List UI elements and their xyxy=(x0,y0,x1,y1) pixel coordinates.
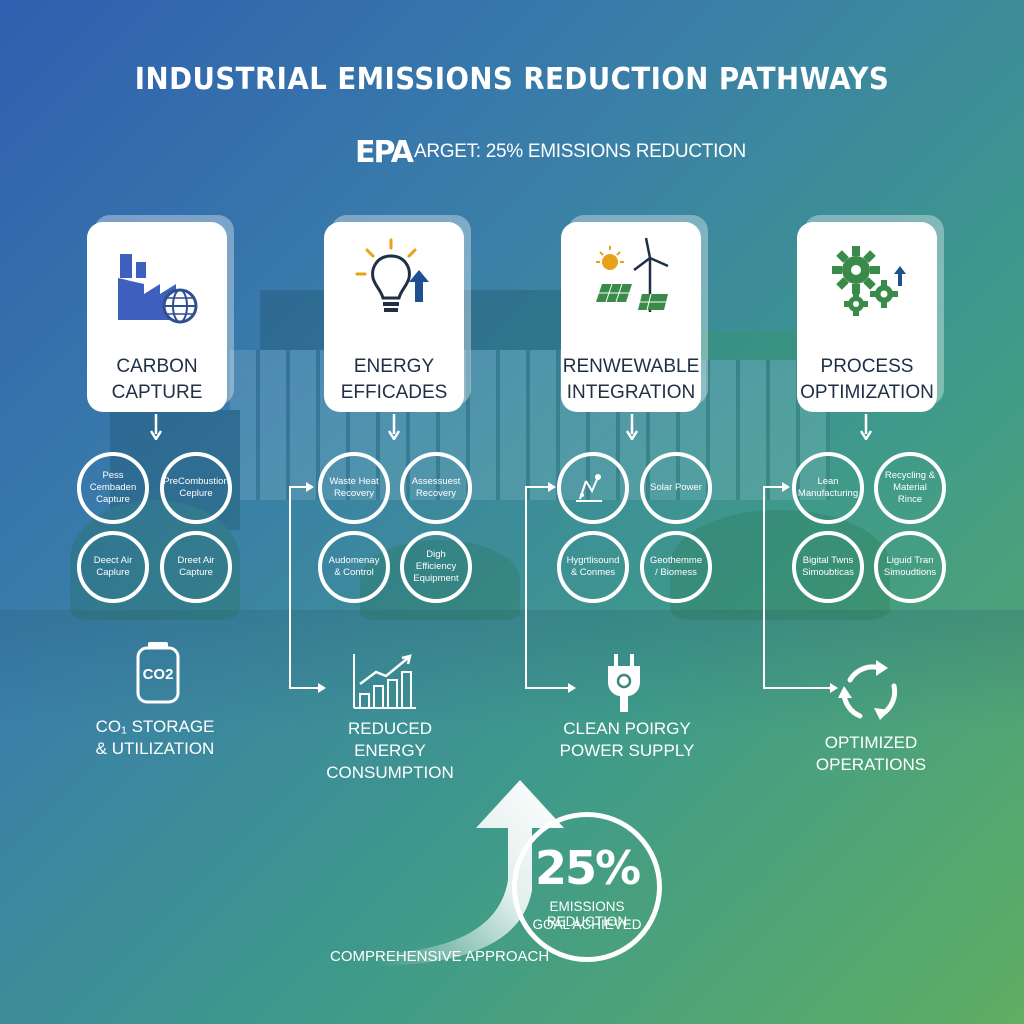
method-circle: PreCombustion Ceplure xyxy=(160,452,232,524)
factory-globe-icon xyxy=(112,236,202,326)
outcome-label: CLEAN POIRGY POWER SUPPLY xyxy=(559,719,695,760)
goal-percent: 25% xyxy=(534,841,641,895)
method-circle: Bigital Twns Simoubticas xyxy=(792,531,864,603)
lightbulb-arrow-icon xyxy=(349,236,439,326)
epa-logo: EPA xyxy=(355,134,414,170)
target-subtitle: ARGET: 25% EMISSIONS REDUCTION xyxy=(413,141,746,162)
co2-canister-icon: CO2 xyxy=(136,642,180,704)
gears-arrow-icon xyxy=(822,236,912,326)
outcome-label: REDUCED ENERGY CONSUMPTION xyxy=(326,719,454,782)
method-circle: Lean Manufacturing xyxy=(792,452,864,524)
card-title-line1: PROCESS xyxy=(820,356,914,377)
down-arrow-icon xyxy=(860,414,872,440)
card-title-line2: OPTIMIZATION xyxy=(800,382,934,403)
method-circle: Pess Cembaden Capture xyxy=(77,452,149,524)
pathway-card-process: PROCESS OPTIMIZATION xyxy=(797,222,937,412)
method-circle: Geothemme / Biomess xyxy=(640,531,712,603)
down-arrow-icon xyxy=(388,414,400,440)
recycle-arrows-icon xyxy=(836,660,902,722)
pathway-card-renewable: RENWEWABLE INTEGRATION xyxy=(561,222,701,412)
outcome-label: CO₁ STORAGE & UTILIZATION xyxy=(95,717,215,758)
hydrogen-icon xyxy=(576,474,602,502)
card-title-line2: CAPTURE xyxy=(111,382,203,403)
card-title-line2: EFFICADES xyxy=(340,382,448,403)
method-circle-icon xyxy=(557,452,629,524)
method-circle: Audomenay & Control xyxy=(318,531,390,603)
rising-arrow-icon xyxy=(380,780,564,966)
page-title: INDUSTRIAL EMISSIONS REDUCTION PATHWAYS xyxy=(134,62,890,97)
goal-line2: GOAL ACHIEVED xyxy=(532,917,642,932)
card-title-line2: INTEGRATION xyxy=(566,382,696,403)
method-circle: Recycling & Material Rince xyxy=(874,452,946,524)
method-circle: Liguid Tran Simoudtions xyxy=(874,531,946,603)
method-circle: Solar Power xyxy=(640,452,712,524)
pathway-card-carbon-capture: CARBON CAPTURE xyxy=(87,222,227,412)
card-title-line1: ENERGY xyxy=(353,356,435,377)
card-title-line1: CARBON xyxy=(116,356,198,377)
sun-wind-solar-icon xyxy=(586,236,676,326)
method-circle: Hygrtlisound & Conmes xyxy=(557,531,629,603)
card-title-line1: RENWEWABLE xyxy=(562,356,700,377)
pathway-card-energy: ENERGY EFFICADES xyxy=(324,222,464,412)
method-circle: Assessuest Recovery xyxy=(400,452,472,524)
outcome-label: OPTIMIZED OPERATIONS xyxy=(815,733,927,774)
approach-label: COMPREHENSIVE APPROACH xyxy=(330,948,550,965)
power-plug-icon xyxy=(604,654,644,712)
goal-badge: 25% EMISSIONS REDUCTION GOAL ACHIEVED xyxy=(512,812,662,962)
method-circle: Digh Efficiency Equipment xyxy=(400,531,472,603)
bar-chart-up-icon xyxy=(352,654,418,710)
target-banner: EPA ARGET: 25% EMISSIONS REDUCTION xyxy=(355,132,746,172)
down-arrow-icon xyxy=(150,414,162,440)
down-arrow-icon xyxy=(626,414,638,440)
method-circle: Deect Air Caplure xyxy=(77,531,149,603)
goal-line1: EMISSIONS REDUCTION xyxy=(546,899,628,929)
method-circle: Waste Heat Recovery xyxy=(318,452,390,524)
method-circle: Dreet Air Capture xyxy=(160,531,232,603)
